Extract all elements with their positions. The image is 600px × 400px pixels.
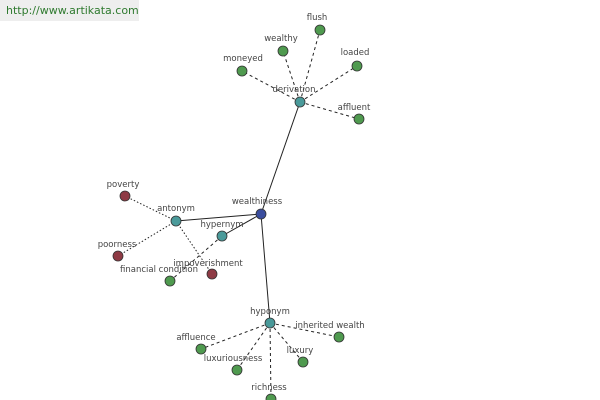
graph-labels: wealthiness derivation antonym hypernym hypo… [98, 13, 371, 393]
node-richness[interactable] [265, 393, 277, 400]
edge-hyponym-luxury [269, 322, 304, 363]
edge-hyponym-affluence [200, 322, 271, 350]
node-hyponym[interactable] [264, 317, 276, 329]
label-moneyed[interactable]: moneyed [223, 54, 263, 64]
node-wealthiness[interactable] [255, 208, 267, 220]
node-luxuriousness[interactable] [231, 364, 243, 376]
node-loaded[interactable] [351, 60, 363, 72]
label-hyponym[interactable]: hyponym [250, 307, 290, 317]
graph-edges [117, 29, 360, 400]
label-poverty[interactable]: poverty [107, 180, 140, 190]
node-luxury[interactable] [297, 356, 309, 368]
site-url-banner[interactable]: http://www.artikata.com [0, 0, 139, 21]
graph-nodes [112, 24, 365, 400]
label-derivation[interactable]: derivation [272, 85, 315, 95]
node-wealthy[interactable] [277, 45, 289, 57]
node-inherited-wealth[interactable] [333, 331, 345, 343]
edge-antonym-poorness [117, 220, 177, 257]
node-impoverishment[interactable] [206, 268, 218, 280]
label-wealthiness[interactable]: wealthiness [232, 197, 283, 207]
label-luxury[interactable]: luxury [287, 346, 314, 356]
node-poorness[interactable] [112, 250, 124, 262]
label-affluence[interactable]: affluence [176, 333, 215, 343]
edge-antonym-impoverishment [175, 220, 213, 275]
node-flush[interactable] [314, 24, 326, 36]
node-financial-condition[interactable] [164, 275, 176, 287]
label-loaded[interactable]: loaded [341, 48, 370, 58]
edge-antonym-poverty [124, 195, 177, 222]
edge-wealthiness-derivation [260, 101, 301, 215]
node-derivation[interactable] [294, 96, 306, 108]
node-moneyed[interactable] [236, 65, 248, 77]
edge-derivation-moneyed [241, 70, 301, 103]
label-financial-condition[interactable]: financial condition [120, 265, 198, 275]
node-affluence[interactable] [195, 343, 207, 355]
node-antonym[interactable] [170, 215, 182, 227]
node-hypernym[interactable] [216, 230, 228, 242]
label-affluent[interactable]: affluent [338, 103, 371, 113]
edge-derivation-loaded [299, 65, 358, 103]
node-poverty[interactable] [119, 190, 131, 202]
node-affluent[interactable] [353, 113, 365, 125]
edge-wealthiness-hypernym [221, 213, 262, 237]
label-hypernym[interactable]: hypernym [200, 220, 243, 230]
label-antonym[interactable]: antonym [157, 204, 195, 214]
label-luxuriousness[interactable]: luxuriousness [204, 354, 263, 364]
label-richness[interactable]: richness [251, 383, 287, 393]
edge-wealthiness-hyponym [260, 213, 271, 324]
label-flush[interactable]: flush [307, 13, 328, 23]
label-wealthy[interactable]: wealthy [264, 34, 298, 44]
label-poorness[interactable]: poorness [98, 240, 137, 250]
edge-hyponym-richness [269, 322, 272, 400]
edge-wealthiness-antonym [175, 213, 262, 222]
edge-derivation-wealthy [282, 50, 301, 103]
label-impoverishment[interactable]: impoverishment [173, 259, 243, 269]
label-inherited-wealth[interactable]: inherited wealth [295, 321, 364, 331]
edge-derivation-affluent [299, 101, 360, 120]
edge-derivation-flush [299, 29, 321, 103]
